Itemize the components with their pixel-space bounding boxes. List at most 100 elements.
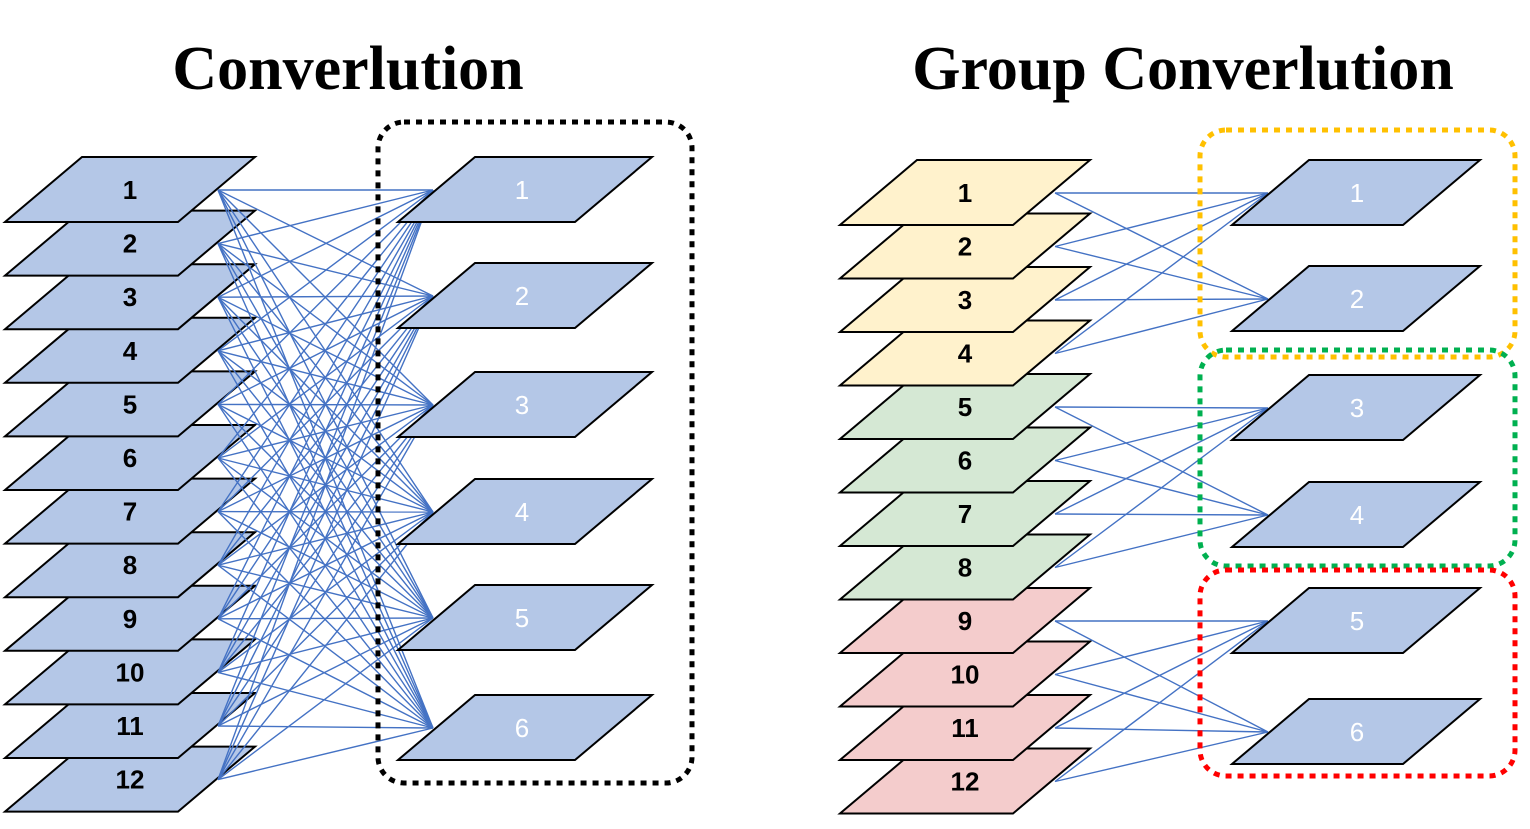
group-input-channel-10 [837, 640, 1093, 708]
input-channel-label: 11 [116, 711, 144, 741]
output-channel-label: 1 [515, 175, 529, 205]
group-input-channel-label: 6 [958, 446, 972, 476]
connection-line [217, 617, 434, 727]
input-channel-label: 5 [123, 389, 137, 419]
connection-line [217, 189, 434, 352]
group-output-channel-label: 6 [1350, 717, 1364, 747]
input-channel-7 [2, 477, 258, 545]
connection-line [217, 295, 434, 727]
group-input-channel-12 [837, 747, 1093, 815]
output-channel-label: 5 [515, 603, 529, 633]
input-channel-12 [2, 745, 258, 813]
group-input-channel-label: 2 [958, 232, 972, 262]
group-output-channel-label: 1 [1350, 178, 1364, 208]
group-input-channel-label: 10 [951, 660, 980, 690]
input-channel-label: 9 [123, 604, 137, 634]
group-input-channel-label: 4 [958, 339, 973, 369]
connection-line [217, 404, 434, 727]
group-output-channel-6 [1229, 698, 1483, 765]
connection-line [1054, 673, 1269, 733]
group-input-channel-label: 11 [951, 713, 979, 743]
title-convolution: Converlution [172, 35, 523, 103]
group-input-channel-label: 1 [958, 178, 972, 208]
connection-line [217, 189, 434, 245]
connection-line [217, 189, 434, 298]
output-channel-1 [395, 156, 655, 223]
connection-line [217, 189, 434, 405]
input-channel-label: 6 [123, 443, 137, 473]
input-channel-1 [2, 156, 258, 223]
input-channel-9 [2, 584, 258, 652]
input-channel-10 [2, 638, 258, 706]
connection-line [1054, 727, 1269, 733]
group-input-channel-label: 7 [958, 499, 972, 529]
connection-line [217, 725, 434, 729]
connection-line [1054, 513, 1269, 516]
connection-line [1054, 731, 1269, 783]
connection-line [1054, 620, 1269, 733]
input-channel-label: 3 [123, 282, 137, 312]
input-channel-label: 4 [123, 336, 138, 366]
group-box-2 [1197, 347, 1518, 569]
output-channel-3 [395, 371, 655, 438]
connection-line [217, 511, 434, 781]
group-input-channel-5 [837, 373, 1093, 440]
group-input-channel-label: 12 [951, 767, 980, 797]
connection-line [217, 189, 434, 566]
connection-line [1054, 192, 1269, 355]
group-output-channel-5 [1229, 587, 1483, 654]
input-channel-label: 10 [116, 657, 145, 687]
group-input-channel-11 [837, 694, 1093, 761]
output-channel-5 [395, 584, 655, 651]
connection-line [1054, 192, 1269, 248]
group-box-1 [1197, 127, 1518, 360]
connection-line [217, 295, 434, 780]
connection-line [217, 511, 434, 727]
group-input-channel-2 [837, 212, 1093, 280]
group-input-channel-4 [837, 319, 1093, 387]
group-output-channel-label: 4 [1350, 500, 1364, 530]
connection-line [217, 618, 434, 729]
group-box-3 [1197, 567, 1518, 779]
group-input-channel-1 [837, 159, 1093, 226]
group-output-channel-2 [1229, 265, 1483, 332]
output-channel-6 [395, 694, 655, 761]
connection-line [1054, 620, 1269, 729]
output-group-box [375, 119, 695, 786]
input-channel-2 [2, 209, 258, 277]
group-input-channel-7 [837, 480, 1093, 547]
output-channel-label: 4 [515, 497, 529, 527]
group-input-channel-8 [837, 533, 1093, 601]
connection-line [217, 189, 434, 727]
connection-line [217, 189, 434, 620]
output-channel-label: 6 [515, 713, 529, 743]
connection-line [1054, 407, 1269, 569]
output-channel-2 [395, 262, 655, 329]
connection-line [1054, 407, 1269, 515]
connection-line [217, 404, 434, 780]
group-input-channel-3 [837, 266, 1093, 333]
connection-line [1054, 298, 1269, 355]
group-output-channel-label: 2 [1350, 284, 1364, 314]
input-channel-11 [2, 692, 258, 759]
connection-line [1054, 407, 1269, 462]
input-channel-label: 12 [116, 765, 145, 795]
title-group-convolution: Group Converlution [912, 35, 1453, 103]
input-channel-label: 1 [123, 175, 137, 205]
connection-line [1054, 406, 1269, 409]
connection-line [217, 189, 434, 512]
connection-line [1054, 298, 1269, 301]
connection-line [217, 189, 434, 673]
input-channel-6 [2, 424, 258, 491]
input-channel-label: 8 [123, 550, 137, 580]
connection-line [1054, 192, 1269, 301]
group-output-channel-label: 3 [1350, 393, 1364, 423]
group-output-channel-4 [1229, 481, 1483, 548]
connection-line [217, 189, 434, 780]
input-channel-label: 2 [123, 229, 137, 259]
group-input-channel-label: 9 [958, 606, 972, 636]
input-channel-label: 7 [123, 497, 137, 527]
input-channel-4 [2, 316, 258, 384]
connection-line [1054, 514, 1269, 569]
